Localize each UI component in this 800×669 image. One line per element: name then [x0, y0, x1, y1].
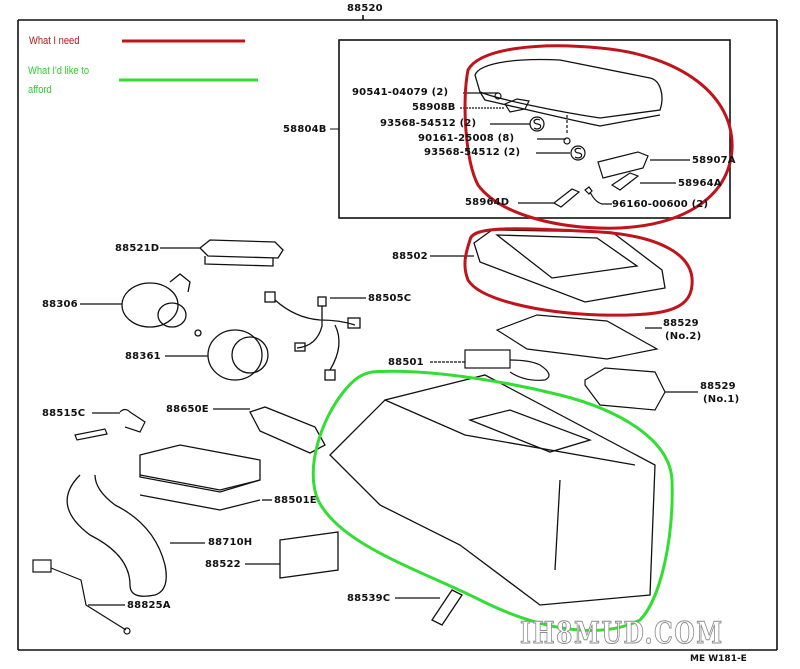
part-88521d: [160, 239, 284, 267]
sub-assembly-label: 58804B: [283, 124, 327, 135]
need-circle-tray: [463, 227, 694, 317]
part-88825a: [32, 559, 131, 635]
part-label-88539c: 88539C: [347, 593, 391, 604]
part-label-88521d: 88521D: [115, 243, 160, 254]
console-body-part: [329, 374, 656, 606]
diagram-frame: [17, 15, 778, 651]
part-label-90541: 90541-04079 (2): [352, 87, 449, 98]
part-88501e: [139, 444, 272, 511]
part-label-88650e: 88650E: [166, 404, 209, 415]
part-label-58964a: 58964A: [678, 178, 722, 189]
part-88539c: [395, 589, 463, 626]
part-label-88529-no1: 88529: [700, 381, 736, 392]
legend-need-label: What I need: [29, 35, 80, 47]
armrest-lid-part: [474, 58, 663, 127]
part-label-93568-a: 93568-54512 (2): [380, 118, 477, 129]
part-label-93568-b: 93568-54512 (2): [424, 147, 521, 158]
part-label-58907a: 58907A: [692, 155, 736, 166]
part-label-58964d: 58964D: [465, 197, 510, 208]
part-label-96160: 96160-00600 (2): [612, 199, 709, 210]
part-label-88502: 88502: [392, 251, 428, 262]
part-label-88529-no1-sub: (No.1): [703, 394, 740, 405]
site-watermark: IH8MUD.COM: [520, 616, 724, 651]
part-label-88361: 88361: [125, 351, 161, 362]
part-label-88505c: 88505C: [368, 293, 412, 304]
part-88515c: [74, 408, 146, 441]
hardware-items: [460, 92, 690, 208]
part-88529-no2: [495, 314, 662, 360]
part-label-88306: 88306: [42, 299, 78, 310]
part-label-88529-no2-sub: (No.2): [665, 331, 702, 342]
part-label-88825a: 88825A: [127, 600, 171, 611]
legend-afford-label-line1: What I'd like to: [28, 65, 90, 77]
part-88522: [245, 531, 339, 579]
part-88529-no1: [584, 367, 698, 411]
part-88710h: [66, 474, 205, 597]
figure-code: ME W181-E: [690, 654, 747, 664]
part-label-88529-no2: 88529: [663, 318, 699, 329]
part-label-58908: 58908B: [412, 102, 456, 113]
part-label-90161: 90161-25008 (8): [418, 133, 515, 144]
part-88361: [165, 329, 269, 381]
part-label-88515c: 88515C: [42, 408, 86, 419]
part-88306: [80, 273, 202, 337]
part-88501: [430, 349, 550, 381]
afford-circle-console: [311, 369, 674, 632]
part-label-88522: 88522: [205, 559, 241, 570]
part-label-88501: 88501: [388, 357, 424, 368]
part-88505c: [264, 291, 366, 381]
need-circle-lid: [463, 44, 734, 230]
legend-afford-label-line2: afford: [28, 84, 52, 96]
part-label-88501e: 88501E: [274, 495, 317, 506]
part-88650e: [213, 406, 326, 454]
assembly-number-label: 88520: [347, 3, 383, 14]
part-label-88710h: 88710H: [208, 537, 253, 548]
